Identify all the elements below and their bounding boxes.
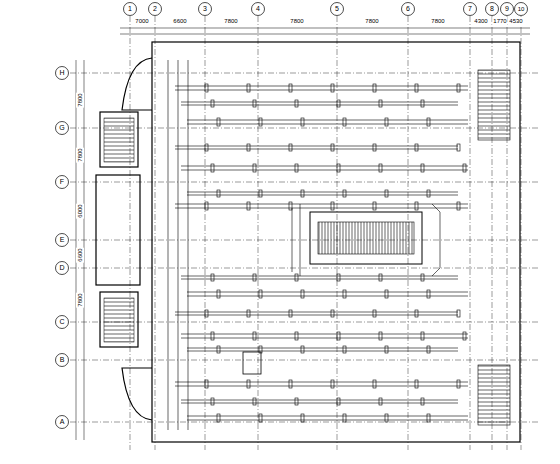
axis-label: B [59,356,66,364]
axis-label: 10 [517,5,526,13]
dimension: 4530 [508,17,523,25]
axis-label: 4 [255,5,261,13]
dimension: 7800 [76,92,84,107]
axis-label: C [58,318,65,326]
axis-label: A [59,418,66,426]
dimension: 7800 [289,17,304,25]
axis-label: 5 [334,5,340,13]
axis-label: 1 [127,5,133,13]
dimension: 7000 [134,17,149,25]
axis-label: H [58,69,65,77]
axis-label: F [59,178,65,186]
axis-label: 2 [152,5,158,13]
axis-label: 9 [504,5,510,13]
dimension: 6600 [172,17,187,25]
dimension: 6600 [76,247,84,262]
dimension: 6000 [76,203,84,218]
axis-label: E [59,236,66,244]
axis-label: 8 [489,5,495,13]
axis-label: G [58,124,65,132]
dimension: 7800 [364,17,379,25]
dimension: 4300 [473,17,488,25]
dimension: 7800 [223,17,238,25]
dimension: 7800 [76,147,84,162]
dimension: 7800 [76,292,84,307]
axis-label: 3 [202,5,208,13]
axis-label: 7 [467,5,473,13]
dimension: 1770 [492,17,507,25]
dimension: 7800 [430,17,445,25]
axis-label: 6 [405,5,411,13]
axis-label: D [58,264,65,272]
